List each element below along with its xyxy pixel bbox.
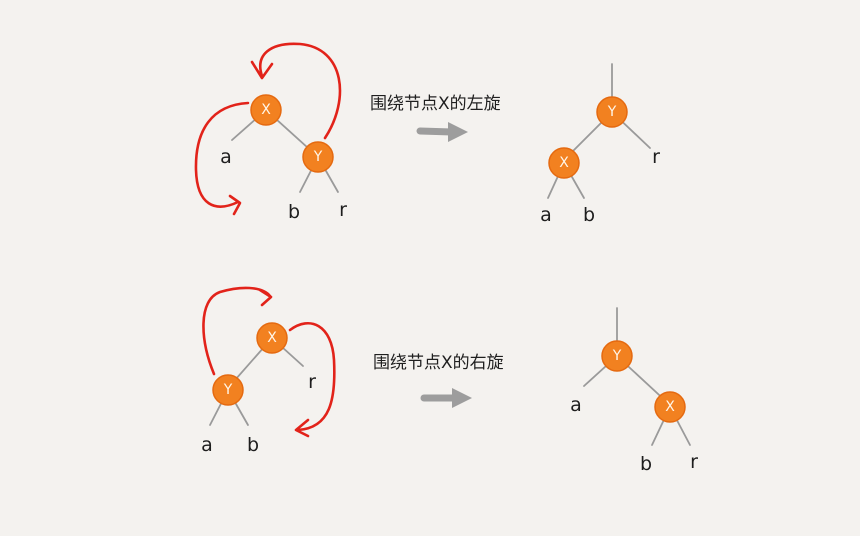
right-rotation-after-tree: Y X a b r: [570, 307, 698, 475]
leaf-b: b: [247, 434, 259, 456]
node-y-label: Y: [612, 348, 622, 364]
rotation-arrow-lower-head: [294, 418, 310, 438]
leaf-a: a: [220, 146, 232, 168]
rotation-arrow-lower: [288, 321, 336, 432]
node-x: [548, 147, 580, 179]
right-rotation-caption-group: 围绕节点X的右旋: [373, 353, 504, 408]
right-rotation-before-tree: X Y r a b: [201, 322, 316, 456]
node-y-label: Y: [223, 382, 233, 398]
node-x-label: X: [665, 399, 675, 415]
node-x: [250, 94, 282, 126]
rotation-arrow-upper-head: [250, 60, 274, 80]
node-x-label: X: [261, 102, 271, 118]
node-x-label: X: [559, 155, 569, 171]
node-x: [654, 391, 686, 423]
leaf-a: a: [540, 204, 552, 226]
left-rotation-caption-group: 围绕节点X的左旋: [370, 94, 501, 142]
leaf-r: r: [690, 451, 698, 473]
leaf-r: r: [308, 371, 316, 393]
left-rotation-after-tree: Y X r a b: [540, 63, 660, 226]
rotation-arrow-lower: [194, 101, 250, 208]
rotation-arrow-lower-head: [228, 194, 242, 216]
leaf-a: a: [201, 434, 213, 456]
node-y: [601, 340, 633, 372]
leaf-r: r: [339, 199, 347, 221]
node-y: [212, 374, 244, 406]
rotation-arrow-upper-head: [258, 288, 273, 307]
transition-arrow-head: [448, 122, 468, 142]
node-y: [302, 141, 334, 173]
leaf-b: b: [640, 453, 652, 475]
rotation-arrow-upper: [259, 42, 342, 140]
node-y-label: Y: [607, 104, 617, 120]
node-x-label: X: [267, 330, 277, 346]
leaf-b: b: [288, 201, 300, 223]
left-rotation-red-arrows: [194, 42, 342, 216]
node-y-label: Y: [313, 149, 323, 165]
leaf-a: a: [570, 394, 582, 416]
node-y: [596, 96, 628, 128]
leaf-r: r: [652, 146, 660, 168]
rotation-arrow-upper: [202, 286, 272, 376]
node-x: [256, 322, 288, 354]
left-rotation-before-tree: X Y a b r: [220, 94, 347, 223]
leaf-b: b: [583, 204, 595, 226]
left-rotation-caption: 围绕节点X的左旋: [370, 94, 501, 114]
transition-arrow-head: [452, 388, 472, 408]
right-rotation-caption: 围绕节点X的右旋: [373, 353, 504, 373]
transition-arrow-shaft: [416, 127, 456, 136]
right-rotation-red-arrows: [202, 286, 336, 438]
